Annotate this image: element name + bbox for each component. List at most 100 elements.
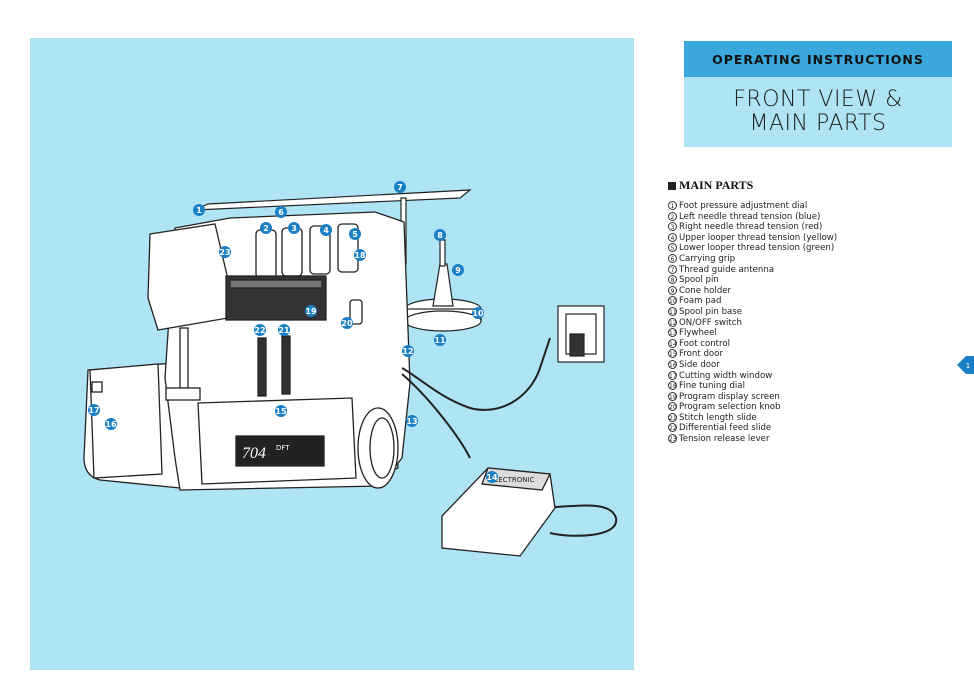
callout-badges: 1 2 3 4 5 6 7 8 9 10 11 12 13 14 15 16 1… — [88, 181, 498, 483]
svg-text:14: 14 — [486, 473, 498, 482]
svg-text:3: 3 — [291, 224, 297, 233]
part-number-badge: 11 — [668, 306, 677, 316]
part-label: Tension release lever — [679, 434, 770, 445]
part-label: Foam pad — [679, 296, 722, 307]
part-label: Front door — [679, 349, 723, 360]
callout-9: 9 — [452, 264, 464, 276]
model-label: 704 — [242, 445, 266, 462]
part-label: ON/OFF switch — [679, 317, 742, 328]
callout-10: 10 — [472, 307, 484, 319]
part-number-badge: 7 — [668, 264, 677, 274]
svg-text:6: 6 — [278, 208, 284, 217]
callout-6: 6 — [275, 206, 287, 218]
part-label: Fine tuning dial — [679, 381, 745, 392]
svg-text:21: 21 — [278, 326, 290, 335]
callout-4: 4 — [320, 224, 332, 236]
callout-20: 20 — [341, 317, 353, 329]
callout-8: 8 — [434, 229, 446, 241]
callout-7: 7 — [394, 181, 406, 193]
page-title-line-1: FRONT VIEW & — [733, 87, 903, 112]
callout-13: 13 — [406, 415, 418, 427]
page-tab-number: 1 — [966, 362, 970, 370]
part-number-badge: 15 — [668, 349, 677, 359]
wall-socket — [557, 305, 605, 363]
svg-text:7: 7 — [397, 183, 403, 192]
part-number-badge: 6 — [668, 253, 677, 263]
svg-text:4: 4 — [323, 226, 329, 235]
header-title: OPERATING INSTRUCTIONS — [712, 51, 924, 67]
callout-5: 5 — [349, 228, 361, 240]
part-number-badge: 21 — [668, 412, 677, 422]
power-cords — [401, 337, 618, 537]
callout-22: 22 — [254, 324, 266, 336]
part-label: Lower looper thread tension (green) — [679, 243, 835, 254]
part-label: Upper looper thread tension (yellow) — [679, 232, 838, 243]
callout-2: 2 — [260, 222, 272, 234]
part-label: Cutting width window — [679, 370, 773, 381]
page-title-line-2: MAIN PARTS — [749, 111, 887, 136]
callout-11: 11 — [434, 334, 446, 346]
part-number-badge: 1 — [668, 201, 677, 210]
part-label: Thread guide antenna — [679, 264, 775, 275]
part-number-badge: 5 — [668, 243, 677, 253]
callout-15: 15 — [275, 405, 287, 417]
callout-21: 21 — [278, 324, 290, 336]
part-label: Spool pin — [679, 275, 719, 286]
svg-text:19: 19 — [305, 307, 317, 316]
svg-text:11: 11 — [434, 336, 446, 345]
serger-body — [83, 211, 411, 491]
page-tab-marker: 1 — [957, 356, 974, 374]
callout-16: 16 — [105, 418, 117, 430]
part-number-badge: 14 — [668, 338, 677, 348]
part-label: Carrying grip — [679, 253, 736, 264]
pedal-label: ELECTRONIC — [490, 476, 535, 484]
part-label: Stitch length slide — [679, 412, 757, 423]
part-number-badge: 2 — [668, 211, 677, 221]
part-label: Foot control — [679, 338, 731, 349]
part-label: Cone holder — [679, 285, 732, 296]
part-label: Differential feed slide — [679, 423, 772, 434]
svg-text:13: 13 — [406, 417, 417, 426]
svg-text:9: 9 — [455, 266, 461, 275]
part-number-badge: 13 — [668, 328, 677, 338]
svg-text:23: 23 — [219, 248, 230, 257]
callout-1: 1 — [193, 204, 205, 216]
part-number-badge: 3 — [668, 222, 677, 232]
foot-control-pedal: ELECTRONIC — [441, 467, 556, 557]
part-number-badge: 12 — [668, 317, 677, 327]
part-label: Program selection knob — [679, 402, 781, 413]
svg-text:2: 2 — [263, 224, 269, 233]
spool-stand — [404, 239, 482, 332]
callout-14: 14 — [486, 471, 498, 483]
svg-text:15: 15 — [275, 407, 287, 416]
part-number-badge: 20 — [668, 402, 677, 412]
svg-text:16: 16 — [105, 420, 117, 429]
part-number-badge: 10 — [668, 296, 677, 306]
callout-12: 12 — [402, 345, 414, 357]
part-label: Side door — [679, 359, 720, 370]
callout-19: 19 — [305, 305, 317, 317]
part-number-badge: 4 — [668, 232, 677, 242]
svg-text:17: 17 — [88, 406, 99, 415]
section-heading-text: MAIN PARTS — [679, 178, 754, 192]
svg-text:8: 8 — [437, 231, 443, 240]
page-title-block: FRONT VIEW & MAIN PARTS — [684, 77, 952, 147]
callout-23: 23 — [219, 246, 231, 258]
